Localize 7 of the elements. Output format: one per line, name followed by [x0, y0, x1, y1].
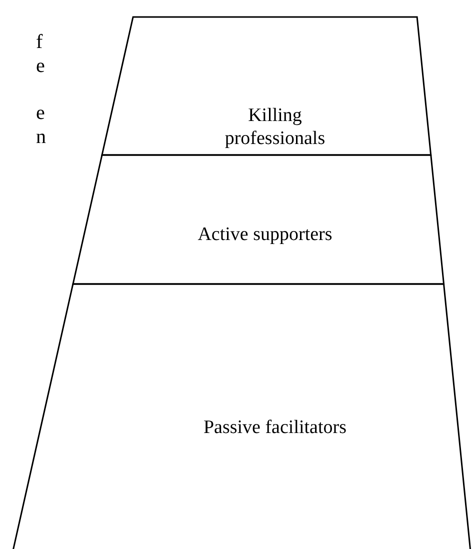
- text-fragment: n: [36, 125, 46, 149]
- band-label: Passive facilitators: [202, 416, 348, 439]
- text-fragment: f: [36, 30, 43, 54]
- text-fragment: e: [36, 101, 45, 125]
- text-fragment: e: [36, 54, 45, 78]
- band-label: Killing professionals: [224, 104, 326, 150]
- band-label: Active supporters: [196, 223, 334, 246]
